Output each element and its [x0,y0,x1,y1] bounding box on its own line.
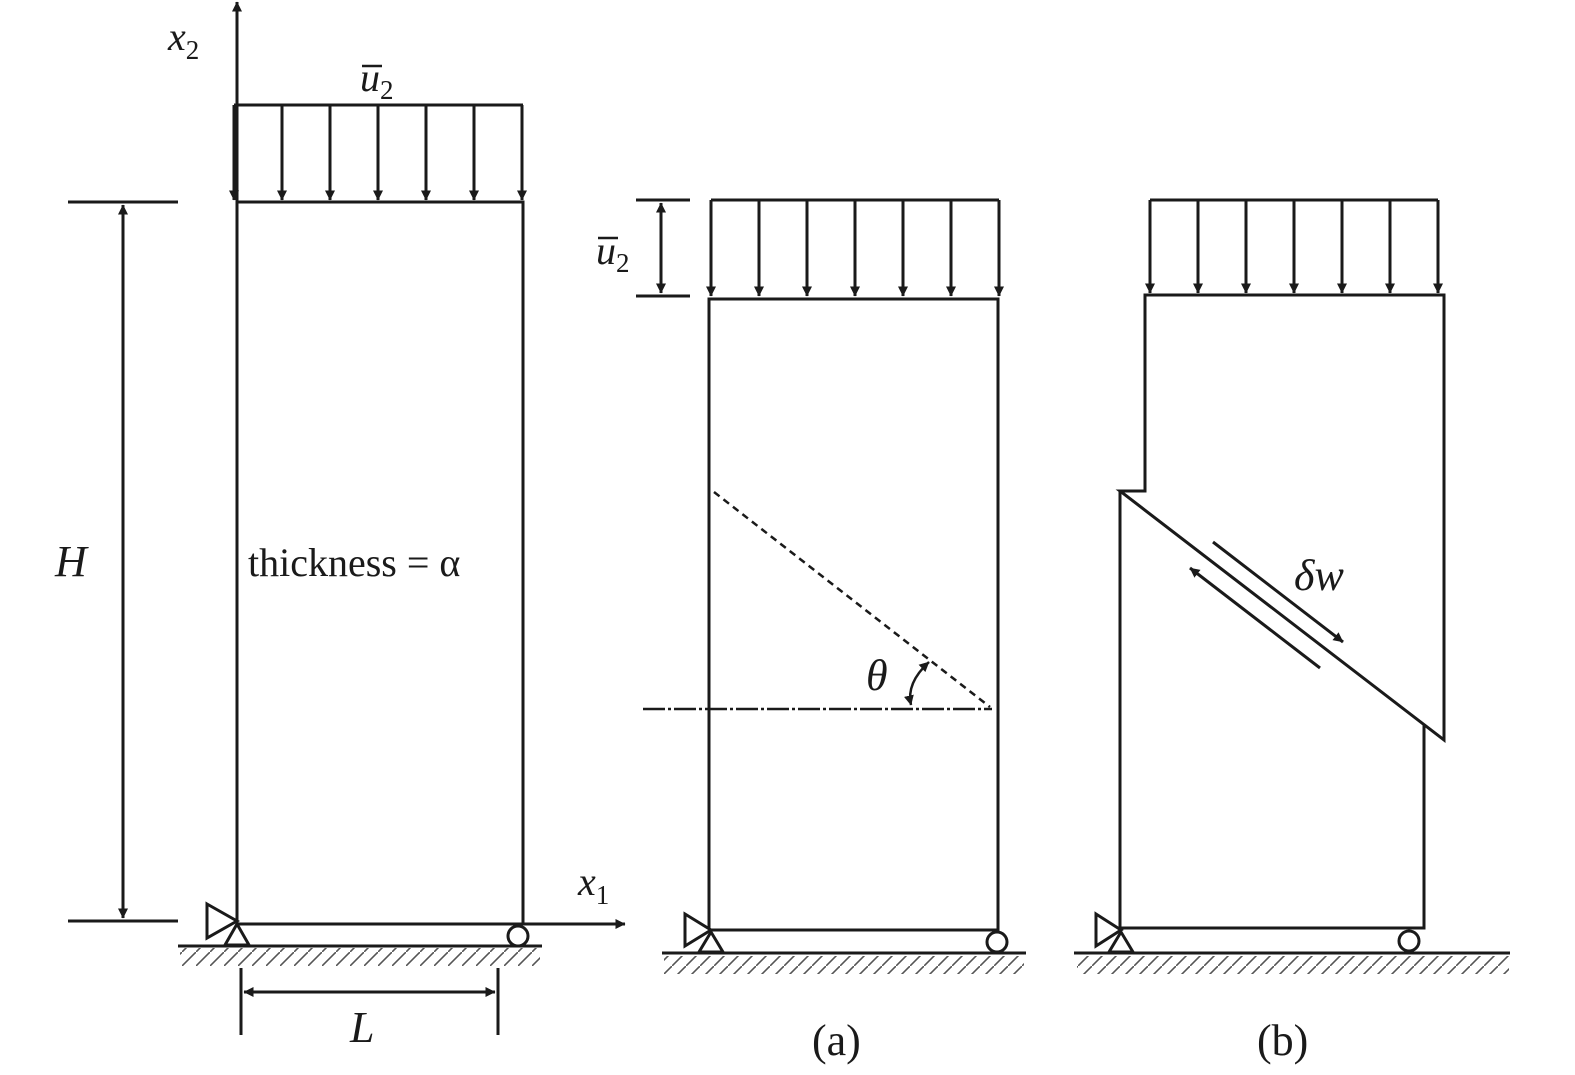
ground-hatch [1077,956,1509,974]
disp-mid-label: u2 [596,228,630,278]
roller-support [1397,929,1421,953]
figure-a: u2 θ (a) [596,198,1026,1065]
ground-hatch [664,956,1024,974]
specimen-body [707,297,1000,932]
slip-arrow-down [1212,540,1344,644]
pin-support-triangle [222,920,252,947]
roller-support [985,930,1009,954]
caption-b: (b) [1257,1016,1308,1065]
top-load-arrows [229,103,527,201]
upper-block [1115,293,1446,744]
axis-x1-label: x1 [577,859,609,910]
ground-hatch [180,948,540,966]
top-load-arrows [706,198,1004,297]
axis-x2-label: x2 [167,14,199,65]
angle-label: θ [866,651,888,700]
top-load-arrows [1145,198,1443,294]
horizontal-support-triangle [1094,911,1124,949]
lower-block [1118,491,1426,930]
height-label: H [54,537,89,586]
angle-arc [904,661,930,706]
figure-b: δw (b) [1074,198,1510,1065]
thickness-label: thickness = α [248,540,460,585]
length-label: L [349,1003,374,1052]
failure-plane-dashed [713,491,991,708]
figure-reference-specimen: x2 x1 u2 H L thickness = α [54,1,626,1052]
pin-support-triangle [696,929,726,954]
caption-a: (a) [812,1016,861,1065]
slip-label: δw [1294,551,1344,600]
pin-support-triangle [1106,929,1136,954]
horizontal-support-triangle [205,901,241,941]
slip-arrow-up [1189,566,1321,670]
horizontal-support-triangle [683,911,714,949]
disp-left-label: u2 [360,55,394,105]
roller-support [506,924,530,948]
